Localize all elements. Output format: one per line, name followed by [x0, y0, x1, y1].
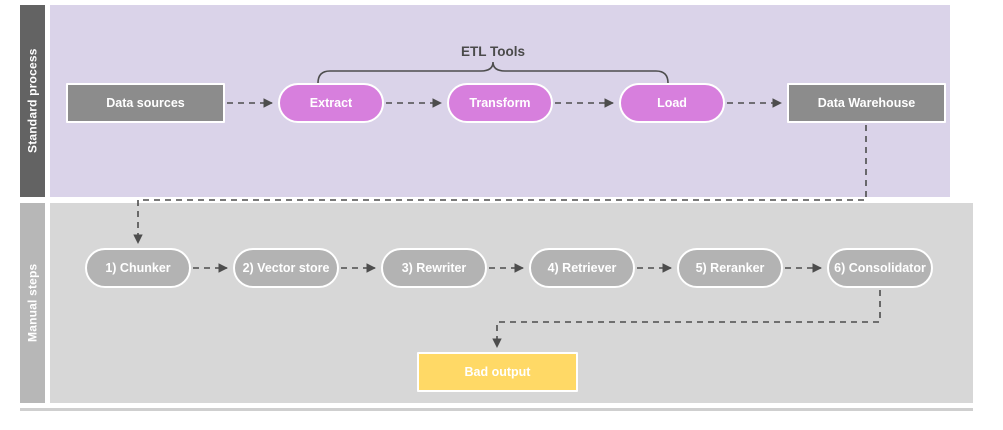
node-reranker[interactable]: 5) Reranker — [677, 248, 783, 288]
node-transform[interactable]: Transform — [447, 83, 553, 123]
bottom-divider-rule — [20, 408, 973, 411]
node-data-sources[interactable]: Data sources — [66, 83, 225, 123]
etl-tools-label: ETL Tools — [461, 44, 525, 59]
node-consolidator[interactable]: 6) Consolidator — [827, 248, 933, 288]
node-bad-output[interactable]: Bad output — [417, 352, 578, 392]
node-vector-store[interactable]: 2) Vector store — [233, 248, 339, 288]
node-chunker[interactable]: 1) Chunker — [85, 248, 191, 288]
node-data-warehouse[interactable]: Data Warehouse — [787, 83, 946, 123]
lane-label-standard-process: Standard process — [20, 5, 45, 197]
lane-label-manual-steps: Manual steps — [20, 203, 45, 403]
node-rewriter[interactable]: 3) Rewriter — [381, 248, 487, 288]
node-extract[interactable]: Extract — [278, 83, 384, 123]
node-load[interactable]: Load — [619, 83, 725, 123]
node-retriever[interactable]: 4) Retriever — [529, 248, 635, 288]
